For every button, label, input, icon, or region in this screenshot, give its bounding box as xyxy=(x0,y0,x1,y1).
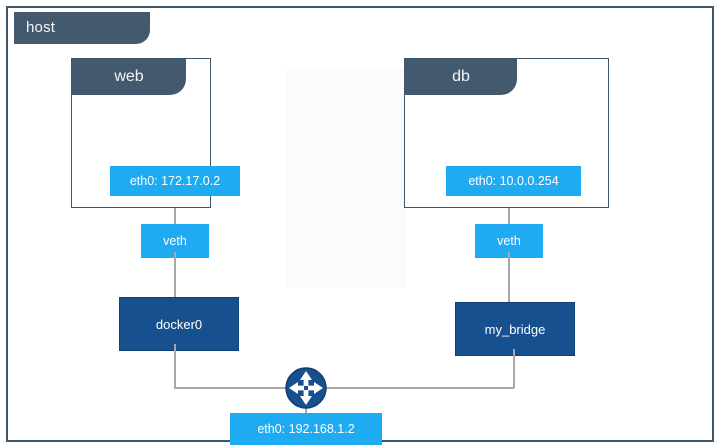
host-boundary: host web eth0: 172.17.0.2 veth docker0 d… xyxy=(6,6,714,445)
link-docker0-down xyxy=(174,344,176,388)
link-docker0-to-router xyxy=(174,387,296,389)
host-eth0[interactable]: eth0: 192.168.1.2 xyxy=(230,413,382,445)
router-icon[interactable] xyxy=(284,366,328,410)
router-icon-glyph xyxy=(285,367,327,409)
container-web[interactable]: web eth0: 172.17.0.2 xyxy=(71,58,240,208)
container-db-title: db xyxy=(405,59,517,95)
link-mybridge-to-router xyxy=(318,387,514,389)
link-db-eth0-to-veth xyxy=(508,208,510,230)
container-web-title: web xyxy=(72,59,186,95)
link-mybridge-down xyxy=(513,349,515,388)
container-db[interactable]: db eth0: 10.0.0.254 xyxy=(404,58,609,208)
link-veth-to-mybridge xyxy=(508,252,510,302)
bridge-my-bridge[interactable]: my_bridge xyxy=(455,302,575,356)
link-veth-to-docker0 xyxy=(174,252,176,304)
link-web-eth0-to-veth xyxy=(174,208,176,230)
bridge-docker0[interactable]: docker0 xyxy=(119,297,239,351)
veth-db[interactable]: veth xyxy=(475,224,543,258)
container-db-eth0[interactable]: eth0: 10.0.0.254 xyxy=(446,166,581,196)
container-web-eth0[interactable]: eth0: 172.17.0.2 xyxy=(110,166,240,196)
background-artifact xyxy=(286,68,406,288)
host-label-tab: host xyxy=(14,12,150,44)
